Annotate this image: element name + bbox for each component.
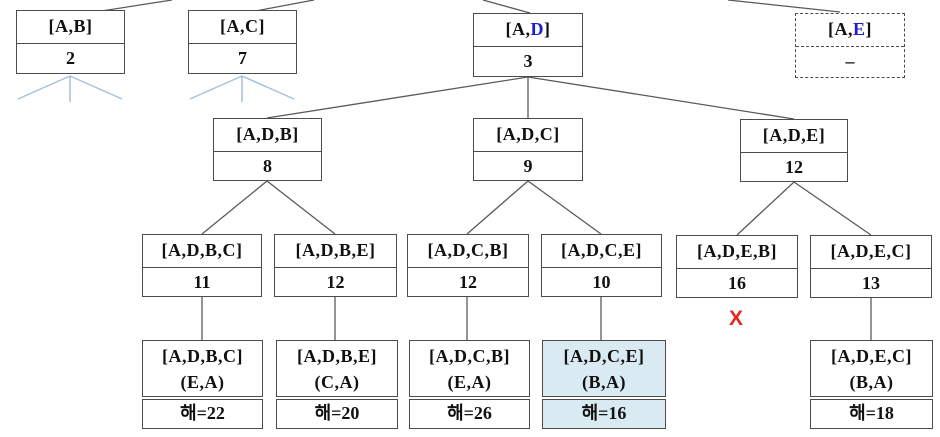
- node-ac-value: 7: [238, 48, 247, 68]
- node-adeb: [A,D,E,B] 16: [676, 235, 798, 298]
- node-ade-value: 12: [785, 157, 803, 177]
- node-ad-title-blue: D: [530, 19, 544, 39]
- edge-adb-adbc: [201, 180, 268, 235]
- leaf-adec-title: [A,D,E,C] (B,A): [810, 340, 933, 397]
- node-ab: [A,B] 2: [16, 10, 125, 74]
- node-ae: [A,E] –: [795, 13, 905, 78]
- leaf-adbc-solution: 해=22: [142, 399, 263, 429]
- leaf-adce-return-edge: (B,A): [582, 372, 626, 392]
- leaf-adcb-title: [A,D,C,B] (E,A): [409, 340, 530, 397]
- edge-ade-adeb: [736, 181, 795, 236]
- edge-adc-adcb: [466, 180, 529, 235]
- leaf-adbe-solution: 해=20: [276, 399, 398, 429]
- leaf-adec: [A,D,E,C] (B,A) 해=18: [810, 340, 933, 429]
- pruned-x-marker: X: [728, 307, 743, 330]
- node-ae-title-blue: E: [852, 19, 866, 39]
- node-adce-value: 10: [592, 272, 611, 292]
- node-adeb-title: [A,D,E,B]: [677, 236, 797, 269]
- pruned-fan-ab-right: [69, 75, 123, 100]
- node-adb-title: [A,D,B]: [214, 119, 321, 152]
- node-ade-title: [A,D,E]: [741, 120, 847, 153]
- node-ae-value: –: [845, 51, 855, 71]
- leaf-adbe-route: [A,D,B,E]: [297, 346, 377, 366]
- leaf-adbe: [A,D,B,E] (C,A) 해=20: [276, 340, 398, 429]
- node-ad-value: 3: [523, 51, 533, 71]
- node-adbc-title: [A,D,B,C]: [143, 235, 261, 268]
- leaf-adbe-return-edge: (C,A): [314, 372, 360, 392]
- node-adce: [A,D,C,E] 10: [541, 234, 662, 297]
- leaf-adcb-solution: 해=26: [409, 399, 530, 429]
- node-ac-title: [A,C]: [189, 11, 296, 44]
- leaf-adbc-title: [A,D,B,C] (E,A): [142, 340, 263, 397]
- leaf-adbc-route: [A,D,B,C]: [162, 346, 243, 366]
- node-adec-title: [A,D,E,C]: [811, 236, 931, 269]
- leaf-adcb-route: [A,D,C,B]: [429, 346, 510, 366]
- node-adce-title: [A,D,C,E]: [542, 235, 661, 268]
- node-adbe-title: [A,D,B,E]: [275, 235, 396, 268]
- pruned-fan-ab-left: [17, 75, 71, 100]
- leaf-adcb-return-edge: (E,A): [447, 372, 492, 392]
- edge-root-ae: [727, 0, 841, 13]
- leaf-adec-return-edge: (B,A): [849, 372, 894, 392]
- node-ae-title-post: ]: [865, 19, 872, 39]
- node-adc: [A,D,C] 9: [473, 118, 583, 181]
- node-adbc-value: 11: [193, 272, 211, 292]
- node-adbe-value: 12: [326, 272, 345, 292]
- edge-adb-adbe: [266, 180, 336, 235]
- leaf-adce-best-solution: [A,D,C,E] (B,A) 해=16: [542, 340, 666, 429]
- pruned-fan-ac-right: [241, 75, 295, 100]
- node-adec: [A,D,E,C] 13: [810, 235, 932, 298]
- node-ad: [A,D] 3: [473, 13, 583, 77]
- edge-ade-adec: [793, 181, 872, 236]
- node-adcb-title: [A,D,C,B]: [408, 235, 528, 268]
- leaf-adbc-return-edge: (E,A): [180, 372, 225, 392]
- leaf-adbc: [A,D,B,C] (E,A) 해=22: [142, 340, 263, 429]
- leaf-adcb: [A,D,C,B] (E,A) 해=26: [409, 340, 530, 429]
- node-ae-title-pre: [A,: [827, 19, 853, 39]
- node-ac: [A,C] 7: [188, 10, 297, 74]
- node-adb-value: 8: [263, 156, 272, 176]
- node-ad-title-pre: [A,: [505, 19, 531, 39]
- node-ab-value: 2: [66, 48, 75, 68]
- edge-ad-adb: [266, 76, 529, 119]
- leaf-adce-title: [A,D,C,E] (B,A): [542, 340, 666, 397]
- node-adb: [A,D,B] 8: [213, 118, 322, 181]
- node-adcb: [A,D,C,B] 12: [407, 234, 529, 297]
- node-ab-title: [A,B]: [17, 11, 124, 44]
- edge-adc-adce: [527, 180, 602, 235]
- node-adec-value: 13: [862, 273, 880, 293]
- node-adc-value: 9: [523, 156, 533, 176]
- node-adbe: [A,D,B,E] 12: [274, 234, 397, 297]
- leaf-adec-route: [A,D,E,C]: [831, 346, 912, 366]
- node-ade: [A,D,E] 12: [740, 119, 848, 182]
- leaf-adec-solution: 해=18: [810, 399, 933, 429]
- edge-ad-ade: [527, 76, 795, 120]
- node-adc-title: [A,D,C]: [474, 119, 582, 152]
- node-adeb-value: 16: [728, 273, 746, 293]
- node-ad-title-post: ]: [544, 19, 551, 39]
- node-adbc: [A,D,B,C] 11: [142, 234, 262, 297]
- node-ad-title: [A,D]: [474, 14, 582, 47]
- edge-root-ad: [482, 0, 531, 14]
- pruned-fan-ac-left: [189, 75, 243, 100]
- node-ae-title: [A,E]: [796, 14, 904, 47]
- leaf-adce-solution: 해=16: [542, 399, 666, 429]
- leaf-adce-route: [A,D,C,E]: [563, 346, 645, 366]
- node-adcb-value: 12: [459, 272, 477, 292]
- leaf-adbe-title: [A,D,B,E] (C,A): [276, 340, 398, 397]
